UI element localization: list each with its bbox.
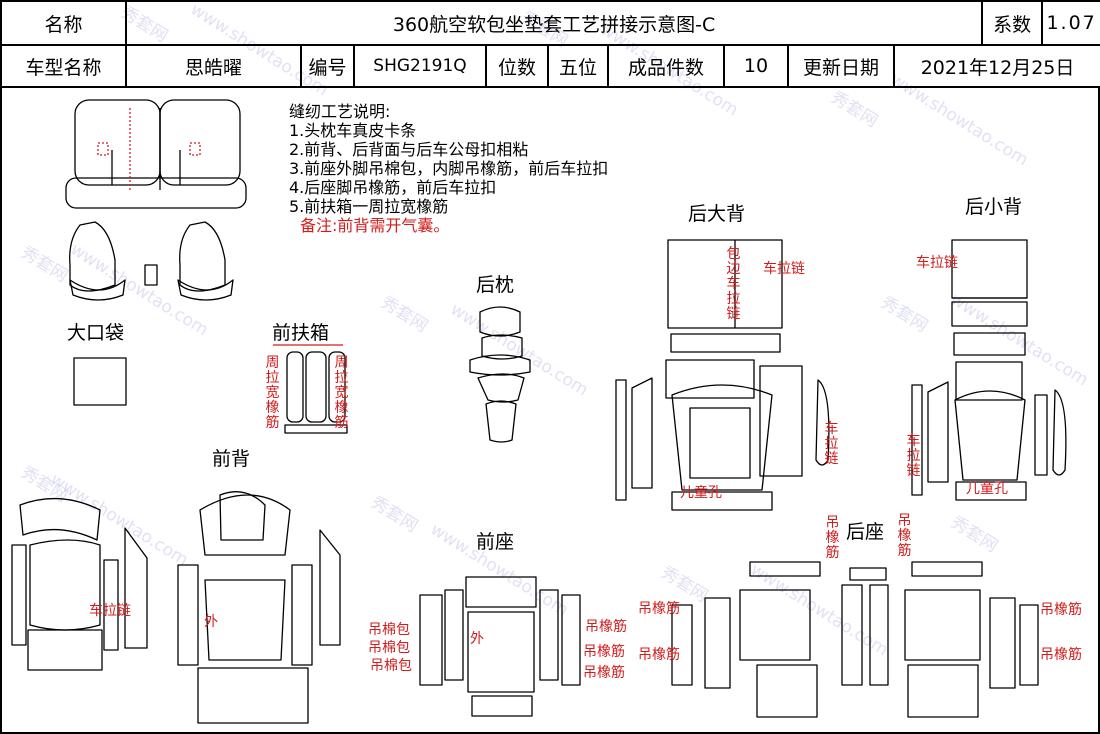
name-label: 名称 xyxy=(0,0,127,46)
annotation-zipper-small-back-vertical: 车拉链 xyxy=(906,433,921,479)
annotation-elastic-rear-seat-3: 吊橡筋 xyxy=(1040,602,1082,618)
annotation-cotton-pad-3: 吊棉包 xyxy=(370,658,412,674)
section-front-armrest: 前扶箱 xyxy=(272,322,330,344)
pieces-label: 成品件数 xyxy=(607,44,725,88)
date-value: 2021年12月25日 xyxy=(892,44,1100,88)
front-armrest-pieces xyxy=(273,344,348,434)
coef-label: 系数 xyxy=(981,0,1044,46)
annotation-elastic-rear-seat-1: 吊橡筋 xyxy=(638,601,680,617)
annotation-elastic-front-seat-1: 吊橡筋 xyxy=(585,619,627,635)
pieces-value: 10 xyxy=(723,44,789,88)
section-rear-small-back: 后小背 xyxy=(965,196,1023,218)
annotation-cotton-pad-1: 吊棉包 xyxy=(368,622,410,638)
annotation-outer-front-seat: 外 xyxy=(470,631,484,647)
annotation-child-hole-small-back: 儿童孔 xyxy=(966,481,1008,497)
seats-value: 五位 xyxy=(547,44,609,88)
section-front-seat: 前座 xyxy=(476,531,515,553)
code-label: 编号 xyxy=(300,44,355,88)
rear-small-back-pieces xyxy=(911,239,1067,501)
rear-big-back-pieces xyxy=(615,239,830,511)
date-label: 更新日期 xyxy=(787,44,895,88)
rear-seat-pieces xyxy=(671,561,1039,718)
note-item: 5.前扶箱一周拉宽橡筋 xyxy=(289,197,449,216)
model-label: 车型名称 xyxy=(0,44,127,88)
front-seat-pieces xyxy=(419,576,581,717)
annotation-elastic-rear-seat-2: 吊橡筋 xyxy=(638,647,680,663)
note-item: 4.后座脚吊橡筋，前后车拉扣 xyxy=(289,178,497,197)
annotation-elastic-front-seat-3: 吊橡筋 xyxy=(583,665,625,681)
annotation-outer-front-back: 外 xyxy=(204,614,218,630)
note-item: 3.前座外脚吊棉包，内脚吊橡筋，前后车拉扣 xyxy=(289,159,609,178)
annotation-zipper: 车拉链 xyxy=(763,261,805,277)
section-rear-headrest: 后枕 xyxy=(476,274,515,296)
annotation-armrest-right: 周拉宽橡筋 xyxy=(334,355,349,431)
annotation-zipper-front-back: 车拉链 xyxy=(89,603,131,619)
notes-remark: 备注:前背需开气囊。 xyxy=(300,216,450,235)
annotation-elastic-rear-seat-4: 吊橡筋 xyxy=(1040,647,1082,663)
rear-headrest-pieces xyxy=(469,306,531,443)
drawing-title: 360航空软包坐垫套工艺拼接示意图-C xyxy=(124,0,984,46)
annotation-zipper-small-back: 车拉链 xyxy=(916,255,958,271)
note-item: 2.前背、后背面与后车公母扣相粘 xyxy=(289,140,529,159)
section-front-back: 前背 xyxy=(212,448,251,470)
code-value: SHG2191Q xyxy=(353,44,487,88)
model-value: 思皓曜 xyxy=(125,44,302,88)
annotation-cotton-pad-2: 吊棉包 xyxy=(368,640,410,656)
annotation-piping-zipper: 包边车拉链 xyxy=(726,246,741,322)
coef-value: 1.07 xyxy=(1041,0,1100,46)
section-big-pocket: 大口袋 xyxy=(67,322,125,344)
drawing-frame xyxy=(0,88,1100,734)
big-pocket-piece xyxy=(73,357,127,406)
annotation-elastic-rear-seat-vertical-2: 吊橡筋 xyxy=(897,513,912,559)
annotation-zipper-vertical: 车拉链 xyxy=(824,421,839,467)
section-rear-big-back: 后大背 xyxy=(688,203,746,225)
rear-seat-thumbnail xyxy=(65,99,247,209)
title-block: 名称 360航空软包坐垫套工艺拼接示意图-C 系数 1.07 车型名称 思皓曜 … xyxy=(0,0,1100,88)
annotation-child-hole: 儿童孔 xyxy=(680,485,722,501)
annotation-elastic-front-seat-2: 吊橡筋 xyxy=(583,644,625,660)
annotation-armrest-left: 周拉宽橡筋 xyxy=(265,355,280,431)
note-item: 1.头枕车真皮卡条 xyxy=(289,121,417,140)
section-rear-seat: 后座 xyxy=(846,521,885,543)
front-seat-thumbnail xyxy=(69,221,234,301)
seats-label: 位数 xyxy=(485,44,549,88)
notes-heading: 缝纫工艺说明: xyxy=(289,102,391,121)
front-back-pieces xyxy=(11,491,341,724)
annotation-elastic-rear-seat-vertical-1: 吊橡筋 xyxy=(825,515,840,561)
